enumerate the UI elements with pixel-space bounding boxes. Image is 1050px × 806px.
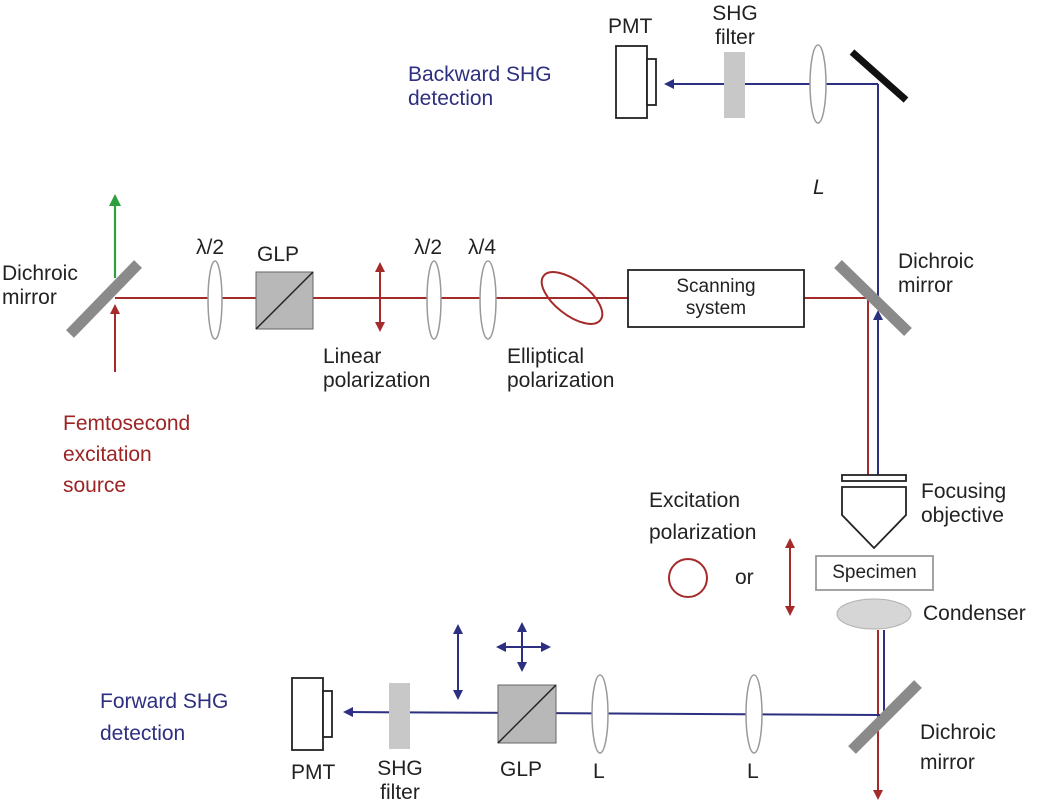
- pmt-top-label: PMT: [608, 15, 653, 38]
- dichroic-right-line2: mirror: [898, 274, 953, 297]
- shg-filter-bottom-line2: filter: [380, 781, 420, 804]
- linear-polarization-label: Linear polarization: [323, 345, 430, 393]
- dichroic-left-line1: Dichroic: [2, 262, 78, 285]
- shg-filter-bottom-label: SHG filter: [370, 757, 430, 805]
- shg-filter-top-line2: filter: [715, 26, 755, 49]
- lambda-half-1-label: λ/2: [196, 236, 225, 259]
- scanning-system-label: Scanning system: [628, 276, 804, 320]
- excitation-polarization-line2: polarization: [649, 521, 757, 544]
- backward-detection-label: Backward SHG detection: [408, 63, 552, 111]
- left-dichroic-mirror: [66, 260, 142, 338]
- forward-detection-line2: detection: [100, 722, 186, 745]
- elliptical-polarization-ellipse: [540, 271, 604, 325]
- shg-filter-top-line1: SHG: [712, 2, 758, 25]
- glp-bottom-label: GLP: [500, 758, 543, 781]
- dichroic-right-label: Dichroic mirror: [898, 250, 974, 298]
- glp-top: [255, 271, 314, 330]
- bottom-lens-1: [591, 674, 609, 754]
- dichroic-left-line2: mirror: [2, 286, 57, 309]
- top-pmt: [615, 45, 657, 119]
- dichroic-left-label: Dichroic mirror: [2, 262, 78, 310]
- backward-detection-line2: detection: [408, 87, 494, 110]
- focusing-objective-line2: objective: [921, 504, 1004, 527]
- bottom-pmt: [291, 677, 333, 751]
- specimen-label: Specimen: [832, 562, 917, 583]
- bottom-dichroic-mirror: [848, 680, 922, 754]
- condenser-label: Condenser: [923, 602, 1026, 625]
- elliptical-polarization-line2: polarization: [507, 369, 615, 392]
- glp-top-label: GLP: [257, 243, 300, 266]
- scanning-system-line1: Scanning: [676, 276, 756, 297]
- dichroic-bottom-line1: Dichroic: [920, 721, 996, 744]
- backward-detection-line1: Backward SHG: [408, 63, 552, 86]
- femtosecond-source-label: Femtosecond excitation source: [63, 408, 190, 501]
- scanning-system-box: [627, 269, 805, 328]
- bottom-shg-filter: [389, 683, 410, 749]
- elliptical-polarization-label: Elliptical polarization: [507, 345, 614, 393]
- forward-beam-horizontal: [343, 707, 881, 718]
- pmt-bottom-label: PMT: [291, 761, 336, 784]
- elliptical-polarization-line1: Elliptical: [507, 345, 585, 368]
- dichroic-right-line1: Dichroic: [898, 250, 974, 273]
- bottom-lens-2: [745, 674, 763, 754]
- glp-bottom: [497, 684, 557, 744]
- forward-detection-label: Forward SHG detection: [100, 686, 228, 750]
- focusing-objective: [841, 474, 907, 550]
- forward-detection-line1: Forward SHG: [100, 690, 229, 713]
- right-dichroic-mirror: [834, 260, 912, 336]
- or-label: or: [735, 566, 754, 589]
- condenser-lens: [836, 598, 912, 630]
- dichroic-bottom-line2: mirror: [920, 751, 975, 774]
- top-lens: [809, 44, 827, 124]
- forward-cross-polarization-arrows: [496, 622, 551, 672]
- lambda-quarter-label: λ/4: [468, 236, 497, 259]
- top-mirror: [849, 49, 909, 103]
- femtosecond-source-line2: excitation: [63, 443, 152, 466]
- linear-polarization-line1: Linear: [323, 345, 382, 368]
- excitation-polarization-label: Excitation polarization: [649, 485, 756, 549]
- lambda-half-plate-2: [426, 260, 442, 340]
- top-shg-filter: [724, 52, 745, 118]
- lens-L-bottom-1-label: L: [593, 760, 605, 783]
- circular-polarization-symbol: [668, 558, 708, 598]
- dichroic-bottom-label: Dichroic mirror: [920, 718, 996, 778]
- lambda-quarter-plate: [479, 260, 497, 340]
- linear-polarization-line2: polarization: [323, 369, 431, 392]
- femtosecond-source-line1: Femtosecond: [63, 412, 191, 435]
- shg-filter-top-label: SHG filter: [705, 2, 765, 50]
- specimen-box: [815, 555, 934, 591]
- shg-filter-bottom-line1: SHG: [377, 757, 423, 780]
- lambda-half-2-label: λ/2: [414, 236, 443, 259]
- lambda-half-plate-1: [207, 260, 223, 340]
- lens-L-top-label: L: [813, 176, 825, 199]
- excitation-polarization-line1: Excitation: [649, 489, 741, 512]
- lens-L-bottom-2-label: L: [747, 760, 759, 783]
- femtosecond-source-line3: source: [63, 474, 127, 497]
- focusing-objective-label: Focusing objective: [921, 480, 1006, 528]
- scanning-system-line2: system: [685, 298, 747, 319]
- focusing-objective-line1: Focusing: [921, 480, 1007, 503]
